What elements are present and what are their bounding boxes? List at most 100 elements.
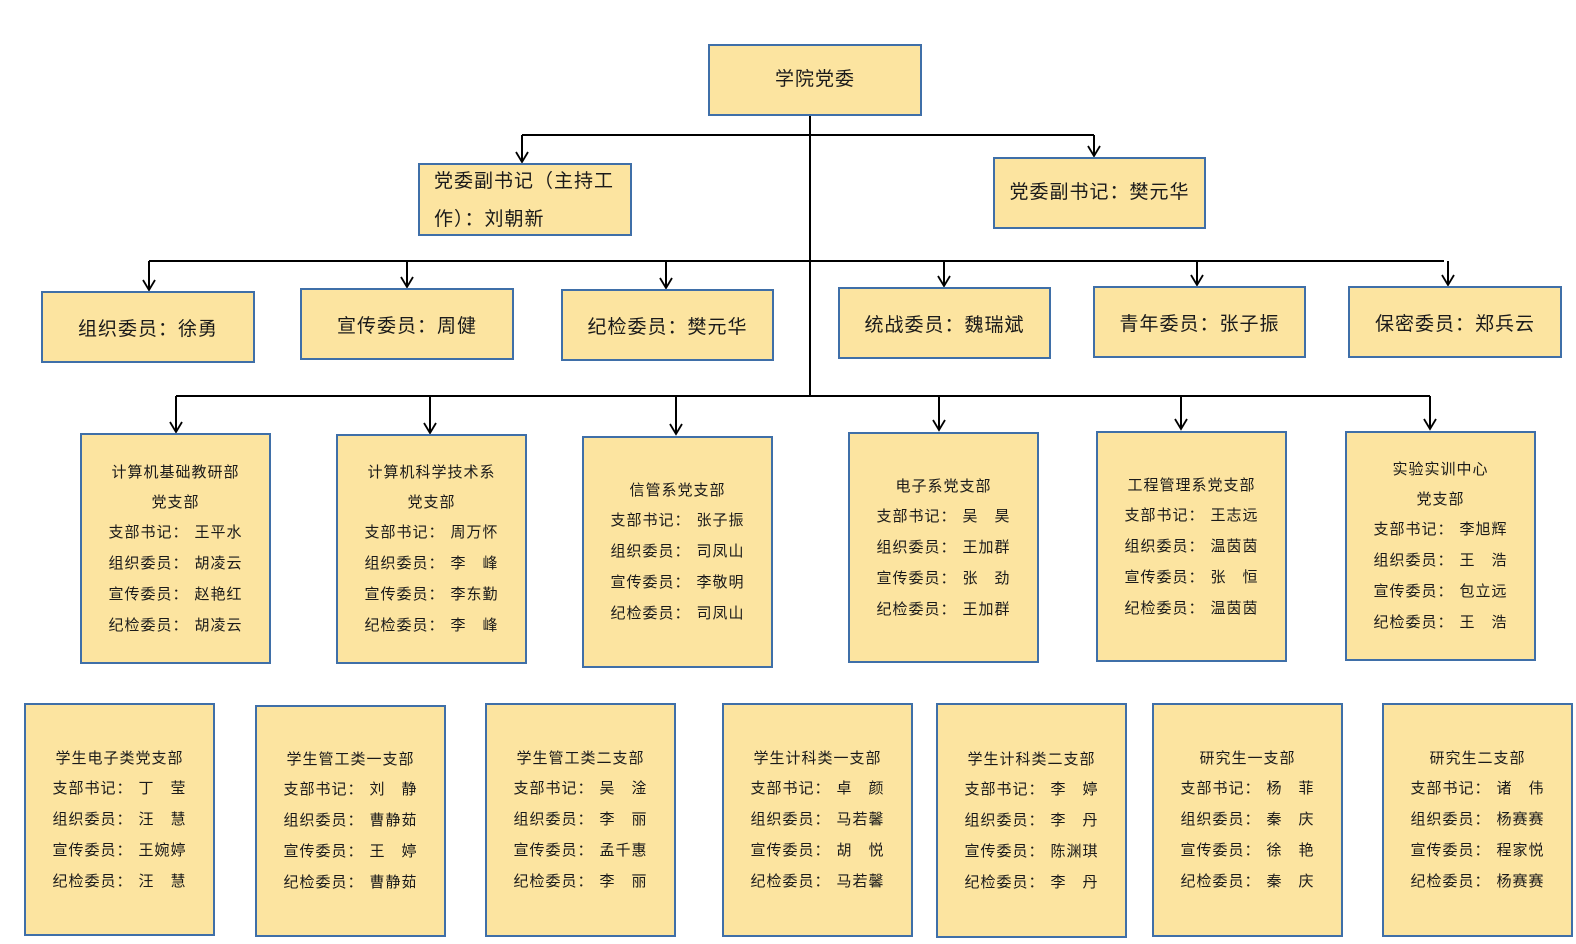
member-role: 组织委员： xyxy=(283,811,364,829)
student-branch-box: 学生管工类二支部 支部书记：吴 淦 组织委员：李 丽 宣传委员：孟千惠 纪检委员… xyxy=(485,703,676,937)
member-name: 杨赛赛 xyxy=(1496,810,1545,828)
branch-member-line: 组织委员：王加群 xyxy=(876,532,1010,563)
member-name: 汪 慧 xyxy=(138,871,187,890)
branch-member-line: 组织委员： 曹静茹 xyxy=(283,805,417,836)
member-name: 刘 静 xyxy=(369,780,418,798)
member-role: 纪检委员： xyxy=(1373,613,1454,631)
member-name: 李敬明 xyxy=(696,573,745,591)
vice-secretary-1-line2: 作）：刘朝新 xyxy=(434,207,545,230)
member-role: 支部书记： xyxy=(964,779,1045,798)
branch-title: 学生管工类二支部 xyxy=(516,749,645,767)
member-name: 王平水 xyxy=(194,522,243,541)
member-role: 组织委员： xyxy=(108,553,189,572)
member-name: 杨 菲 xyxy=(1266,779,1315,797)
member-name: 胡凌云 xyxy=(194,553,243,572)
member-name: 李 峰 xyxy=(450,554,499,572)
member-role: 支部书记： xyxy=(1410,779,1491,797)
member-name: 汪 慧 xyxy=(138,809,187,828)
committee-member-text: 统战委员：魏瑞斌 xyxy=(864,313,1025,336)
faculty-branch-box: 信管系党支部 支部书记：张子振 组织委员：司凤山 宣传委员：李敬明 纪检委员：司… xyxy=(582,436,773,668)
member-role: 纪检委员： xyxy=(513,872,594,890)
student-branch-box: 学生计科类一支部 支部书记：卓 颜 组织委员：马若馨 宣传委员：胡 悦 纪检委员… xyxy=(722,703,913,937)
student-branch-box: 学生管工类一支部 支部书记：刘 静 组织委员：曹静茹 宣传委员：王 婷 纪检委员… xyxy=(255,705,446,937)
branch-member-line: 支部书记：吴 昊 xyxy=(876,501,1010,532)
member-role: 纪检委员： xyxy=(52,871,133,890)
member-role: 组织委员： xyxy=(1410,810,1491,828)
member-name: 司凤山 xyxy=(696,604,745,622)
branch-member-line: 支部书记：李旭辉 xyxy=(1373,514,1507,545)
member-name: 秦 庆 xyxy=(1266,872,1315,890)
vice-secretary-2-box: 党委副书记：樊元华 xyxy=(993,157,1206,229)
committee-member-box: 纪检委员：樊元华 xyxy=(561,289,774,361)
member-name: 李 丹 xyxy=(1050,810,1099,829)
member-role: 组织委员： xyxy=(750,810,831,828)
branch-member-line: 宣传委员： 张 劲 xyxy=(876,563,1010,594)
member-name: 王婉婷 xyxy=(138,840,187,859)
member-role: 宣传委员： xyxy=(108,584,189,603)
faculty-branch-box: 实验实训中心 党支部 支部书记：李旭辉 组织委员：王 浩 宣传委员：包立远 纪检… xyxy=(1345,431,1536,661)
member-role: 支部书记： xyxy=(1180,779,1261,797)
branch-member-line: 纪检委员：马若馨 xyxy=(750,866,884,897)
student-branch-box: 研究生一支部 支部书记：杨 菲 组织委员：秦 庆 宣传委员：徐 艳 纪检委员：秦… xyxy=(1152,703,1343,937)
member-name: 温茵茵 xyxy=(1210,536,1259,555)
member-role: 纪检委员： xyxy=(1410,872,1491,890)
branch-member-line: 纪检委员： 李 丽 xyxy=(513,866,647,897)
member-role: 组织委员： xyxy=(364,554,445,572)
member-name: 李 丽 xyxy=(599,872,648,890)
faculty-branch-box: 工程管理系党支部 支部书记：王志远 组织委员：温茵茵 宣传委员：张 恒 纪检委员… xyxy=(1096,431,1287,662)
member-role: 组织委员： xyxy=(1124,536,1205,555)
member-name: 杨赛赛 xyxy=(1496,872,1545,890)
member-role: 组织委员： xyxy=(513,810,594,828)
member-name: 胡凌云 xyxy=(194,615,243,634)
branch-member-line: 宣传委员： 徐 艳 xyxy=(1180,835,1314,866)
member-name: 李 峰 xyxy=(450,616,499,634)
student-branch-box: 学生计科类二支部 支部书记：李 婷 组织委员：李 丹 宣传委员：陈渊琪 纪检委员… xyxy=(936,703,1127,938)
member-name: 温茵茵 xyxy=(1210,598,1259,617)
branch-member-line: 纪检委员： 汪 慧 xyxy=(52,866,186,897)
member-role: 纪检委员： xyxy=(1124,598,1205,617)
branch-member-line: 支部书记：刘 静 xyxy=(283,774,417,805)
branch-member-line: 组织委员：李 丽 xyxy=(513,804,647,835)
branch-title: 电子系党支部 xyxy=(895,476,992,495)
member-role: 纪检委员： xyxy=(108,615,189,634)
branch-member-line: 宣传委员：张 恒 xyxy=(1124,562,1258,593)
branch-member-line: 支部书记：张子振 xyxy=(610,505,744,536)
member-role: 宣传委员： xyxy=(876,568,957,587)
member-name: 司凤山 xyxy=(696,542,745,560)
committee-member-text: 宣传委员：周健 xyxy=(336,314,477,337)
vice-secretary-2-text: 党委副书记：樊元华 xyxy=(1009,181,1190,204)
committee-member-box: 青年委员：张子振 xyxy=(1093,286,1306,358)
member-role: 宣传委员： xyxy=(1180,841,1261,859)
member-role: 组织委员： xyxy=(1180,810,1261,828)
member-name: 徐 艳 xyxy=(1266,841,1315,859)
member-name: 曹静茹 xyxy=(369,811,418,829)
member-role: 支部书记： xyxy=(364,523,445,541)
member-name: 张 劲 xyxy=(962,568,1011,587)
branch-title: 计算机基础教研部 xyxy=(111,462,240,481)
member-name: 卓 颜 xyxy=(836,779,885,797)
member-role: 宣传委员： xyxy=(1124,567,1205,586)
member-role: 支部书记： xyxy=(513,779,594,797)
member-role: 宣传委员： xyxy=(750,841,831,859)
branch-member-line: 支部书记： 李 婷 xyxy=(964,774,1098,805)
branch-member-line: 纪检委员：王加群 xyxy=(876,594,1010,625)
member-name: 包立远 xyxy=(1459,582,1508,600)
branch-member-line: 组织委员：司凤山 xyxy=(610,536,744,567)
member-name: 曹静茹 xyxy=(369,873,418,891)
committee-member-text: 组织委员：徐勇 xyxy=(77,317,218,340)
member-name: 胡 悦 xyxy=(836,841,885,859)
member-role: 宣传委员： xyxy=(1410,841,1491,859)
branch-member-line: 宣传委员：孟千惠 xyxy=(513,835,647,866)
member-name: 李 婷 xyxy=(1050,779,1099,798)
branch-title: 学生管工类一支部 xyxy=(286,750,415,768)
member-name: 王志远 xyxy=(1210,505,1259,524)
member-name: 周万怀 xyxy=(450,523,499,541)
branch-member-line: 组织委员： 胡凌云 xyxy=(108,548,242,579)
member-name: 张子振 xyxy=(696,511,745,529)
committee-member-box: 组织委员：徐勇 xyxy=(41,291,255,363)
branch-member-line: 支部书记： 杨 菲 xyxy=(1180,773,1314,804)
branch-member-line: 宣传委员：包立远 xyxy=(1373,576,1507,607)
branch-member-line: 组织委员：汪 慧 xyxy=(52,804,186,835)
member-name: 李东勤 xyxy=(450,585,499,603)
committee-member-box: 保密委员：郑兵云 xyxy=(1348,286,1562,358)
